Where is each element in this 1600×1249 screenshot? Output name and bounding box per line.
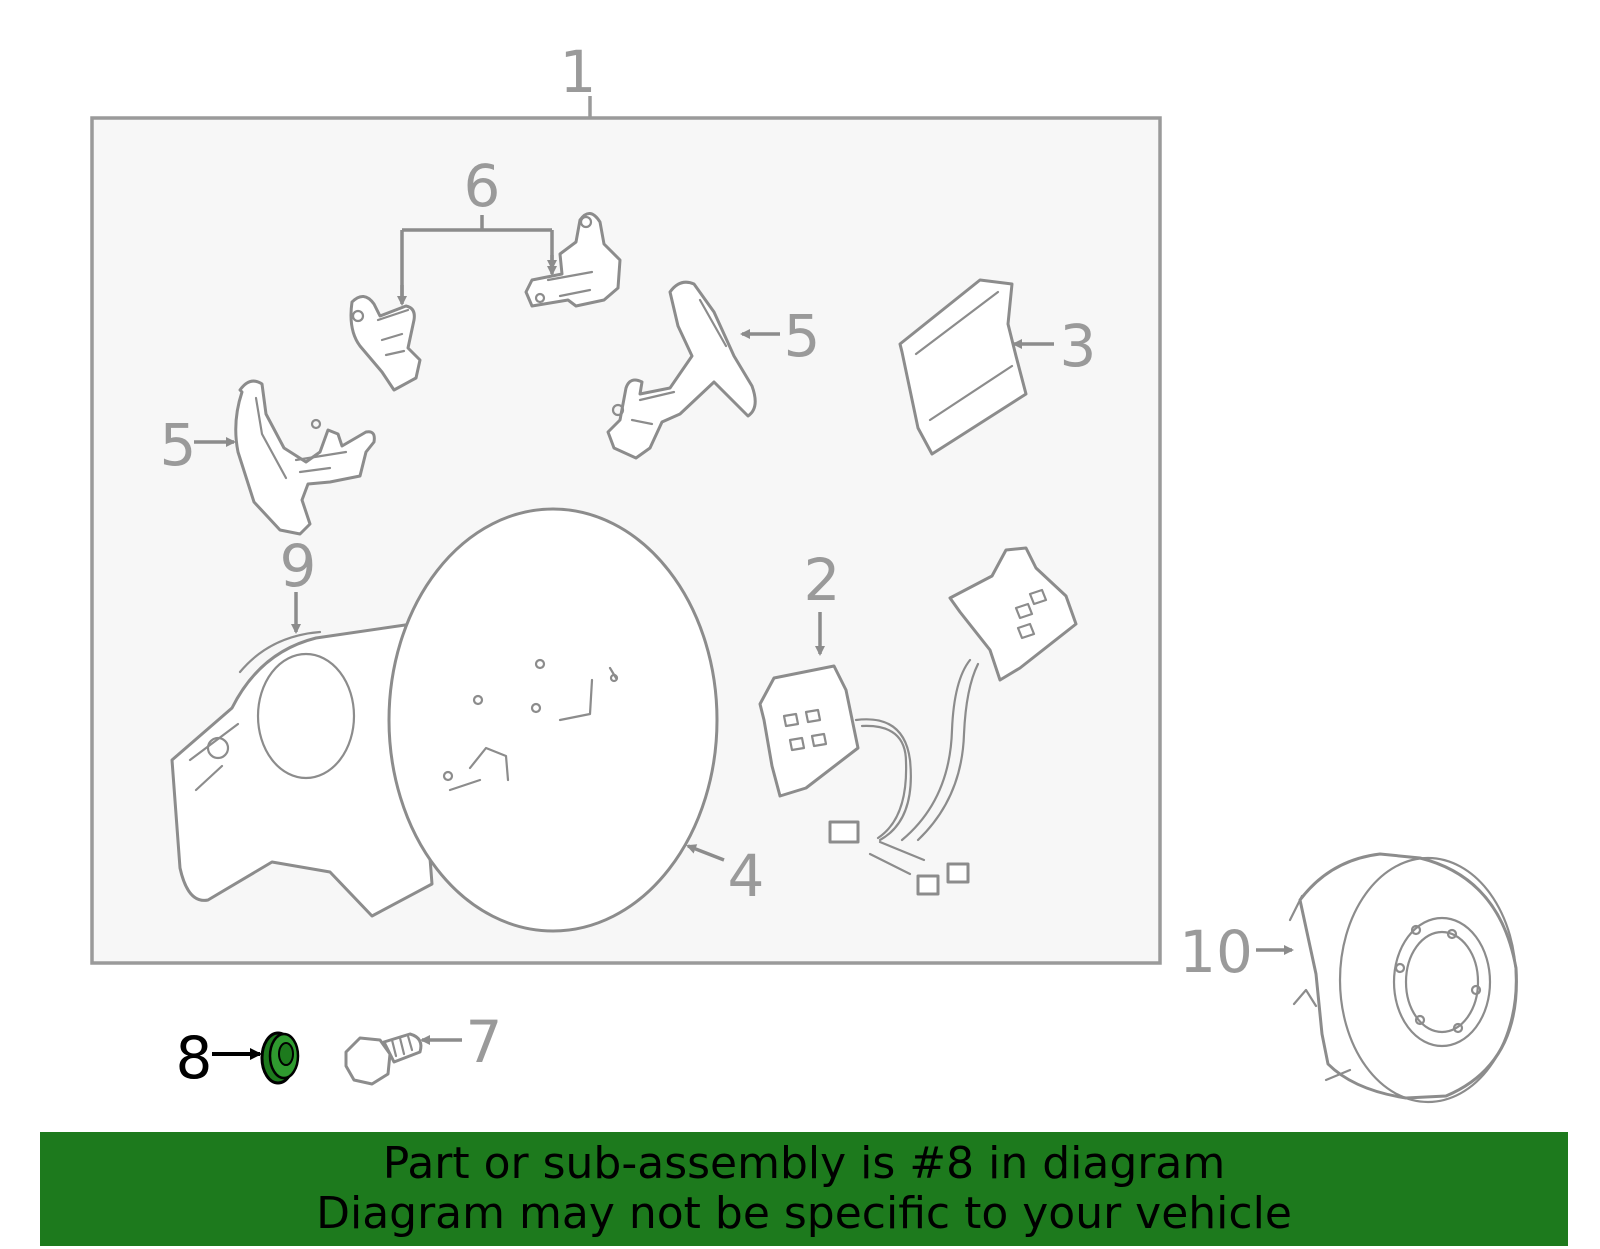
banner-line-2: Diagram may not be specific to your vehi… bbox=[316, 1188, 1292, 1239]
part-5-paddle-left bbox=[234, 379, 376, 536]
part-5-paddle-right bbox=[606, 280, 757, 460]
callout-7: 7 bbox=[466, 1008, 503, 1076]
part-4-cover-plate bbox=[387, 507, 719, 933]
part-8-nut bbox=[260, 1031, 300, 1085]
callout-10: 10 bbox=[1179, 918, 1253, 986]
callout-9: 9 bbox=[280, 532, 317, 600]
part-10-airbag bbox=[1288, 852, 1518, 1104]
callout-6: 6 bbox=[464, 152, 501, 220]
part-6-brackets bbox=[349, 212, 622, 392]
part-3-trim bbox=[898, 278, 1028, 456]
callout-4: 4 bbox=[728, 842, 765, 910]
part-7-bolt bbox=[344, 1032, 423, 1086]
callout-3: 3 bbox=[1060, 312, 1097, 380]
callout-8: 8 bbox=[176, 1024, 213, 1092]
callout-2: 2 bbox=[804, 546, 841, 614]
info-banner: Part or sub-assembly is #8 in diagram Di… bbox=[40, 1132, 1568, 1246]
callout-5b: 5 bbox=[784, 302, 821, 370]
callout-1: 1 bbox=[560, 38, 597, 106]
banner-line-1: Part or sub-assembly is #8 in diagram bbox=[382, 1138, 1226, 1189]
part-2-switches bbox=[758, 546, 1078, 896]
callout-5a: 5 bbox=[160, 411, 197, 479]
